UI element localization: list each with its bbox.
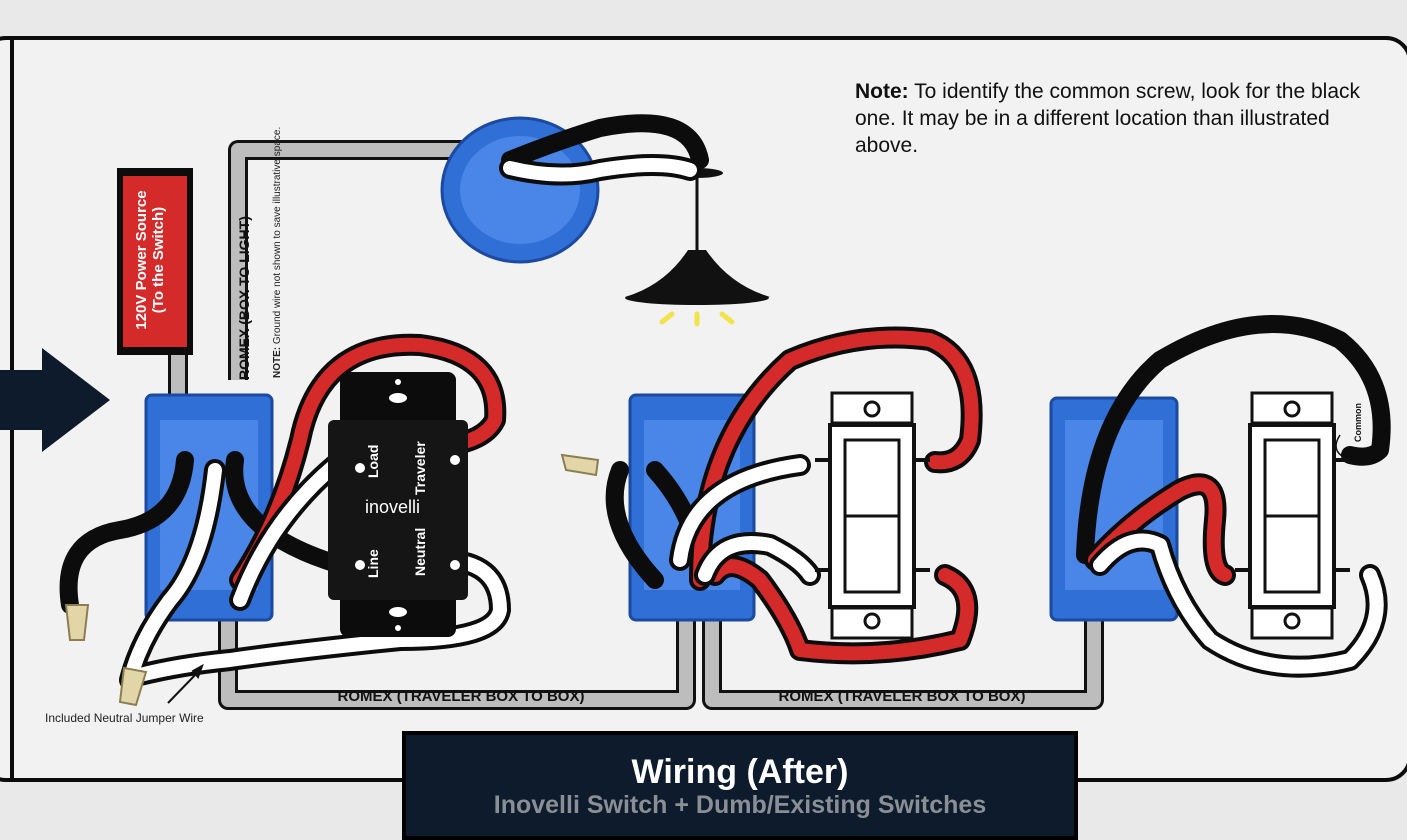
common-label: Common bbox=[1353, 403, 1363, 442]
jumper-arrow bbox=[167, 663, 204, 704]
inovelli-neutral-label: Neutral bbox=[412, 527, 428, 576]
power-source-text: 120V Power Source (To the Switch) bbox=[133, 190, 167, 330]
wire-nut-icon bbox=[64, 453, 600, 707]
light-fixture-icon bbox=[625, 168, 770, 327]
romex-box-to-light-label: ROMEX (BOX TO LIGHT) bbox=[236, 216, 252, 380]
ground-wire-note: NOTE: Ground wire not shown to save illu… bbox=[272, 126, 283, 378]
title-banner: Wiring (After) Inovelli Switch + Dumb/Ex… bbox=[402, 731, 1078, 840]
toggle-switch-icon bbox=[815, 391, 930, 640]
toggle-switch-icon bbox=[1235, 391, 1350, 640]
common-screw-note: Note: To identify the common screw, look… bbox=[855, 80, 1361, 157]
romex-traveler-label-1: ROMEX (TRAVELER BOX TO BOX) bbox=[337, 688, 585, 705]
inovelli-traveler-label: Traveler bbox=[412, 441, 428, 495]
inovelli-brand: inovelli bbox=[365, 497, 421, 517]
power-source-label bbox=[117, 168, 193, 355]
arrow-right-icon bbox=[0, 348, 110, 452]
ceiling-box-icon bbox=[440, 116, 600, 264]
inovelli-switch bbox=[328, 372, 468, 637]
common-arrow bbox=[1335, 434, 1346, 459]
page-subtitle: Inovelli Switch + Dumb/Existing Switches bbox=[493, 791, 987, 819]
neutral-jumper-label: Included Neutral Jumper Wire bbox=[45, 711, 204, 725]
page-title: Wiring (After) bbox=[631, 753, 849, 791]
inovelli-load-label: Load bbox=[365, 444, 381, 478]
romex-traveler-label-2: ROMEX (TRAVELER BOX TO BOX) bbox=[778, 688, 1026, 705]
inovelli-line-label: Line bbox=[365, 549, 381, 578]
